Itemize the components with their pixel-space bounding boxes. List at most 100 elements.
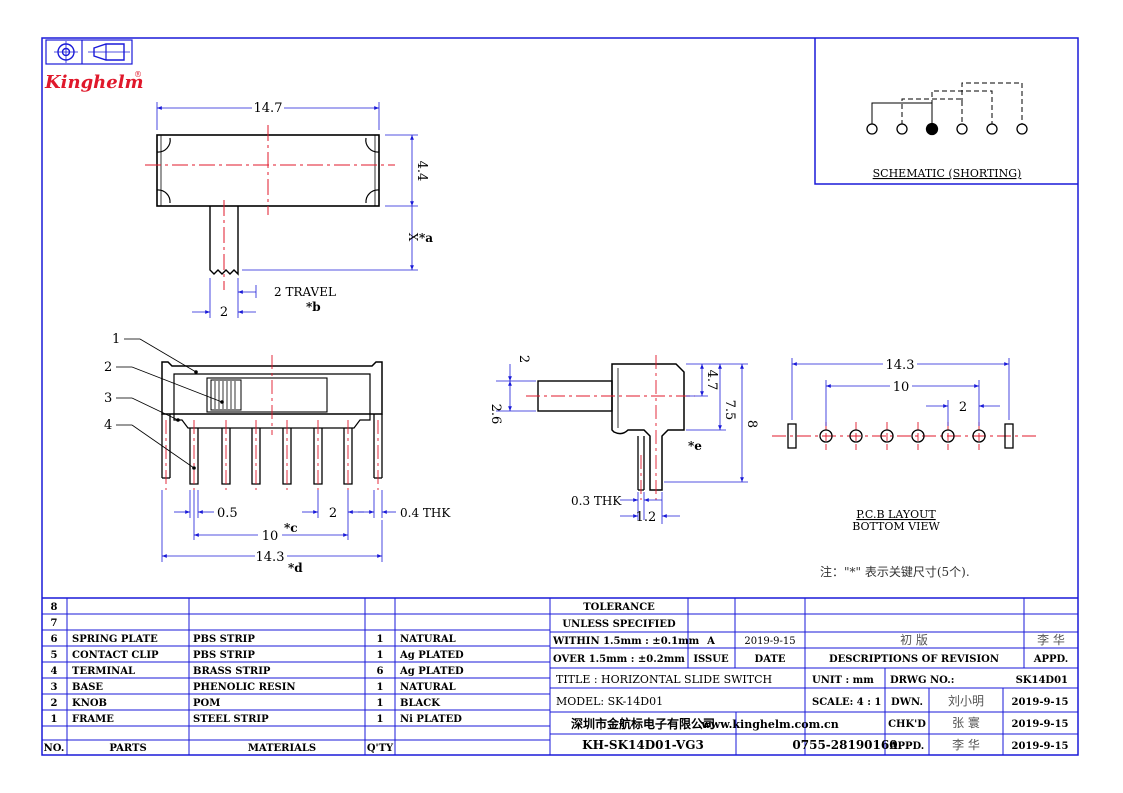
appd-label: APPD.	[1033, 654, 1069, 665]
dim-x-note: *a	[419, 231, 433, 245]
bom-finish: Ni PLATED	[400, 714, 462, 725]
dim-e-note: *e	[688, 439, 702, 453]
phone: 0755-28190160	[792, 738, 897, 752]
pcb-layout: 14.3 10 2 P.C.B LAYOUT BOTTOM VIEW	[772, 356, 1036, 533]
bom-qty: 1	[377, 698, 384, 709]
dim-knob: 2	[220, 305, 228, 320]
tolerance-line-1: TOLERANCE	[583, 602, 655, 613]
logo-text: Kinghelm	[44, 72, 144, 93]
bom-qty: 1	[377, 650, 384, 661]
end-view: 2 2.6 4.7 7.5 8 *e 0.3 THK 1.2	[488, 355, 759, 525]
bom-header-qty: Q'TY	[367, 743, 394, 754]
bom-no: 6	[51, 634, 58, 645]
tolerance-over: OVER 1.5mm : ±0.2mm	[553, 654, 685, 665]
title-block	[550, 598, 1078, 755]
bom-qty: 6	[377, 666, 384, 677]
appd-date: 2019-9-15	[1011, 741, 1068, 752]
issue-value: A	[706, 636, 715, 647]
dwn-date: 2019-9-15	[1011, 697, 1068, 708]
side-view: 1 2 3 4	[104, 332, 451, 575]
top-view: 14.7 4.4 X *a 2 2 TRAVEL *b	[145, 100, 433, 320]
callout-2: 2	[104, 360, 112, 375]
bom-part: KNOB	[72, 698, 107, 709]
dwn-label: DWN.	[891, 697, 923, 708]
issue-label: ISSUE	[693, 654, 729, 665]
bom-no: 8	[51, 602, 58, 613]
dim-thk: 0.4 THK	[400, 506, 451, 520]
bom-qty: 1	[377, 714, 384, 725]
chkd-date: 2019-9-15	[1011, 719, 1068, 730]
schematic-label: SCHEMATIC (SHORTING)	[873, 167, 1022, 180]
sheet-border	[41, 37, 1079, 756]
pcb-dim-14-3: 14.3	[886, 358, 915, 373]
bom-finish: NATURAL	[400, 634, 456, 645]
bom-material: STEEL STRIP	[193, 714, 269, 725]
drawing-title: TITLE : HORIZONTAL SLIDE SWITCH	[556, 673, 772, 686]
company-name: 深圳市金航标电子有限公司	[571, 716, 715, 731]
appd2-label: APPD.	[889, 741, 925, 752]
table-row: 2 KNOB POM 1 BLACK	[51, 698, 441, 709]
bom-header-parts: PARTS	[109, 743, 146, 754]
bom-finish: Ag PLATED	[399, 666, 464, 677]
bom-header-no: NO.	[44, 743, 65, 754]
callout-1: 1	[112, 332, 120, 347]
dim-1-2: 1.2	[636, 510, 657, 525]
dim-14-3-note: *d	[288, 561, 303, 575]
bom-material: PBS STRIP	[193, 634, 255, 645]
dim-travel: 2 TRAVEL	[274, 285, 336, 299]
bom-finish: Ag PLATED	[399, 650, 464, 661]
table-row: 6 SPRING PLATE PBS STRIP 1 NATURAL	[51, 634, 456, 645]
appd-name: 李 华	[952, 737, 980, 752]
bom-material: PBS STRIP	[193, 650, 255, 661]
pcb-dim-10: 10	[893, 380, 910, 395]
table-row: 3 BASE PHENOLIC RESIN 1 NATURAL	[51, 682, 456, 693]
projection-symbol	[45, 39, 133, 65]
bom-part: TERMINAL	[72, 666, 135, 677]
title-block-text: TOLERANCE UNLESS SPECIFIED WITHIN 1.5mm …	[552, 602, 1069, 752]
table-row: 8	[51, 602, 58, 613]
bom-part: FRAME	[72, 714, 114, 725]
dim-thk-end: 0.3 THK	[571, 494, 622, 508]
bom-material: PHENOLIC RESIN	[193, 682, 296, 693]
callout-4: 4	[104, 418, 112, 433]
dim-pin: 0.5	[217, 506, 238, 521]
dim-pitch: 2	[329, 506, 337, 521]
bom-no: 1	[51, 714, 58, 725]
pcb-label-line1: P.C.B LAYOUT	[856, 508, 936, 521]
pcb-label-line2: BOTTOM VIEW	[852, 520, 940, 533]
date-value: 2019-9-15	[744, 636, 795, 647]
bom-no: 2	[51, 698, 58, 709]
bom-part: SPRING PLATE	[72, 634, 158, 645]
projection-cone-icon	[88, 43, 130, 61]
table-row: 1 FRAME STEEL STRIP 1 Ni PLATED	[51, 714, 463, 725]
chkd-name: 张 寰	[952, 715, 980, 730]
bom-no: 5	[51, 650, 58, 661]
table-row: 5 CONTACT CLIP PBS STRIP 1 Ag PLATED	[51, 650, 465, 661]
unit: UNIT : mm	[812, 675, 874, 686]
tolerance-line-2: UNLESS SPECIFIED	[562, 619, 676, 630]
bom-material: POM	[193, 698, 220, 709]
dim-10: 10	[262, 529, 279, 544]
scale: SCALE: 4 : 1	[812, 697, 881, 708]
bom-part: BASE	[72, 682, 103, 693]
dim-x-label: X	[406, 233, 420, 242]
dim-7-5: 7.5	[722, 400, 737, 421]
bom-no: 7	[51, 618, 58, 629]
bom-qty: 1	[377, 682, 384, 693]
bom-material: BRASS STRIP	[193, 666, 271, 677]
dim-10-note: *c	[284, 521, 298, 535]
projection-circle-icon	[54, 41, 78, 63]
bom-part: CONTACT CLIP	[72, 650, 159, 661]
chkd-label: CHK'D	[888, 719, 926, 730]
bom-finish: NATURAL	[400, 682, 456, 693]
revision-by: 李 华	[1037, 632, 1065, 647]
brand-logo: Kinghelm ®	[44, 70, 144, 93]
model: MODEL: SK-14D01	[556, 695, 663, 708]
bom-no: 3	[51, 682, 58, 693]
bom-no: 4	[51, 666, 58, 677]
registered-mark: ®	[134, 70, 142, 79]
dim-travel-note: *b	[306, 300, 321, 314]
tolerance-within: WITHIN 1.5mm : ±0.1mm	[552, 636, 700, 647]
dim-2-6: 2.6	[488, 404, 503, 425]
